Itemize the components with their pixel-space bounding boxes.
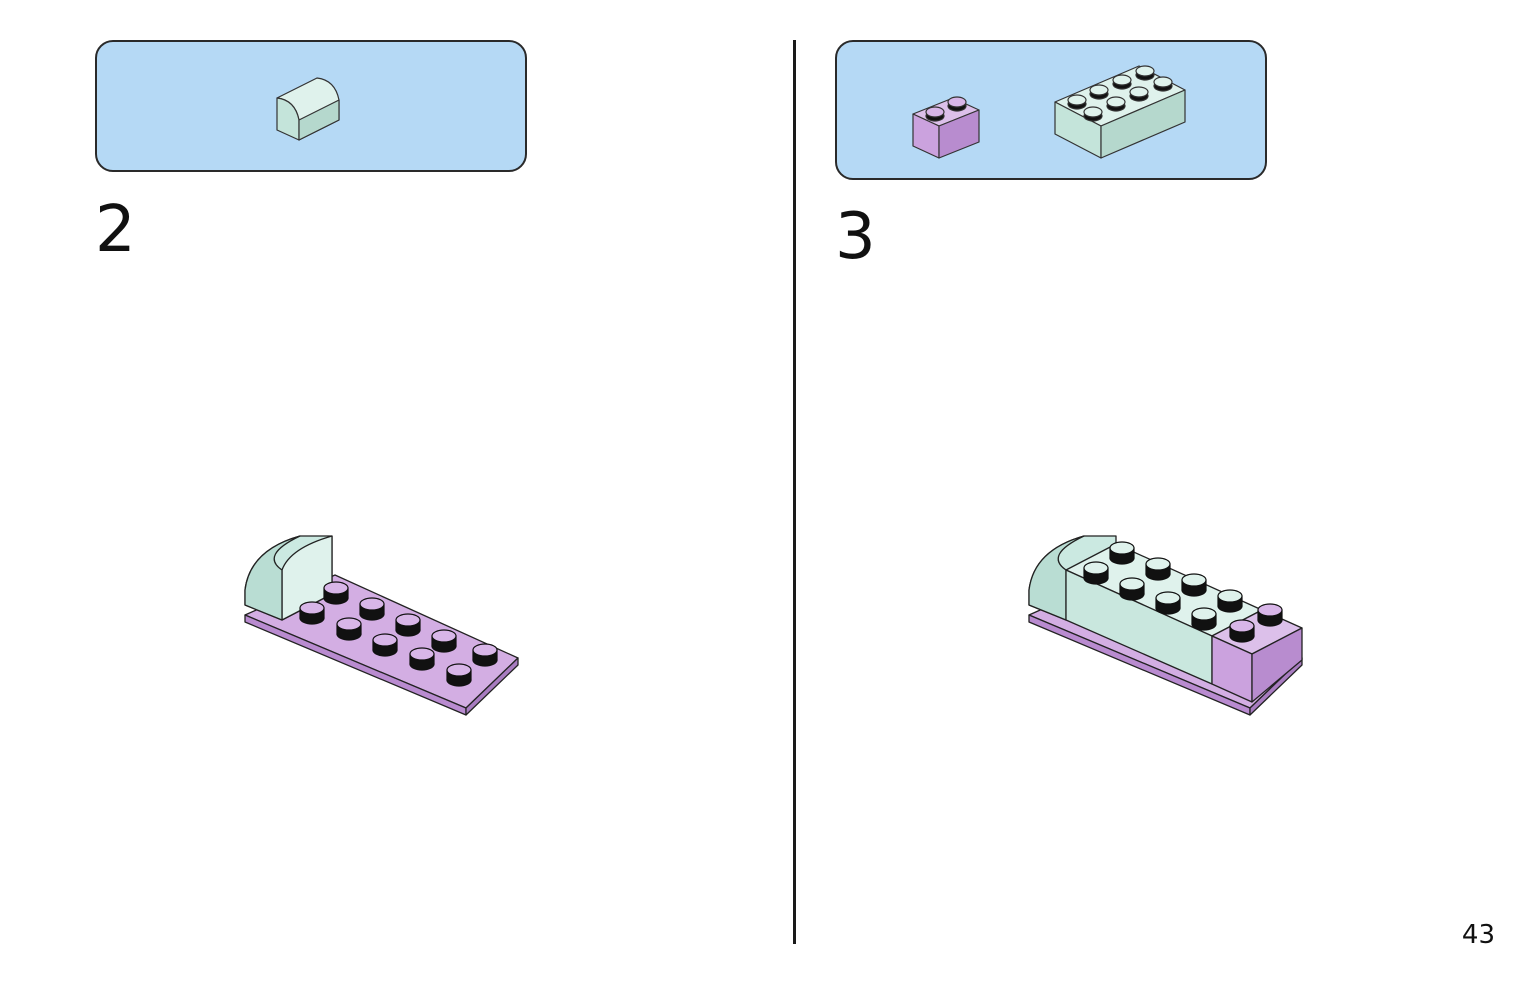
brick-1x2-icon — [912, 96, 980, 159]
stud — [323, 581, 349, 605]
parts-callout-step-3 — [835, 40, 1267, 180]
brick-2x4-icon — [1054, 65, 1186, 159]
parts-icons-step-3 — [912, 65, 1186, 159]
page-number: 43 — [1461, 920, 1495, 950]
curved-slope-1x2-icon — [276, 77, 340, 141]
page-divider — [793, 40, 796, 944]
step-2-model-illustration — [244, 535, 519, 716]
parts-callout-step-2 — [95, 40, 527, 172]
step-number-2: 2 — [95, 193, 136, 267]
step-3-model-illustration — [1028, 535, 1303, 716]
step-number-3: 3 — [835, 200, 876, 274]
